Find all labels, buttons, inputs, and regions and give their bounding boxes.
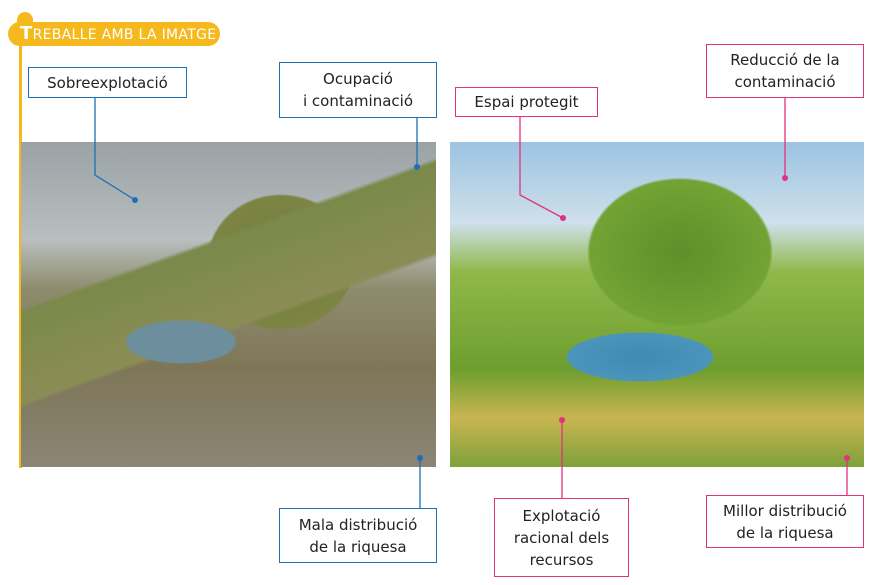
label-millor-distribucio: Millor distribució de la riquesa [706,495,864,548]
label-reduccio: Reducció de la contaminació [706,44,864,98]
illustration-unsustainable [21,142,436,467]
label-explotacio-racional: Explotació racional dels recursos [494,498,629,577]
section-rule [19,44,22,468]
label-mala-distribucio: Mala distribució de la riquesa [279,508,437,563]
section-badge: TREBALLE AMB LA IMATGE 2 [8,22,220,69]
label-sobreexplotacio: Sobreexplotació [28,67,187,98]
label-ocupacio: Ocupació i contaminació [279,62,437,118]
illustration-sustainable [450,142,864,467]
label-espai-protegit: Espai protegit [455,87,598,117]
